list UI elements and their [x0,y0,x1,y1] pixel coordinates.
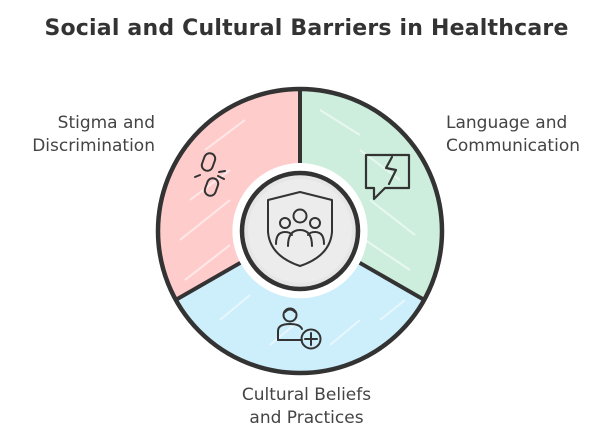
broken-speech-bubble-icon [364,153,411,201]
page-title: Social and Cultural Barriers in Healthca… [44,16,569,41]
segment-culture [175,262,425,374]
segment-stigma [157,88,300,300]
divider-right [358,261,426,302]
label-language-communication: Language and Communication [446,112,580,158]
label-line: Cultural Beliefs [241,385,372,405]
divider-left [174,261,242,302]
group-shield-icon [267,191,333,267]
label-line: Discrimination [32,136,155,156]
person-with-plus-icon [277,307,322,350]
label-cultural-beliefs-practices: Cultural Beliefs and Practices [0,384,613,430]
hatch-texture [179,109,416,346]
label-line: Language and [446,113,568,133]
segment-language [300,88,443,300]
label-line: Stigma and [57,113,155,133]
broken-link-icon [194,152,226,197]
label-line: and Practices [249,408,364,428]
label-stigma-discrimination: Stigma and Discrimination [32,112,155,158]
label-line: Communication [446,136,580,156]
